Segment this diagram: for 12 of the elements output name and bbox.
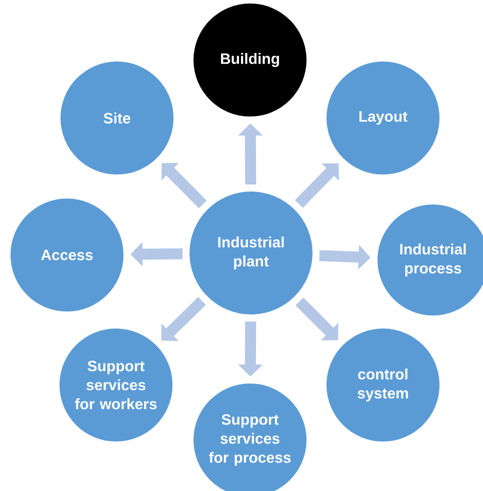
circle-node: Support services for process (192, 382, 308, 491)
circle-node: Industrial plant (188, 190, 314, 316)
circle-node: Industrial process (376, 204, 483, 316)
block-arrow (161, 296, 206, 342)
block-arrow (296, 298, 338, 340)
circle-node: Support services for workers (58, 328, 174, 442)
circle-node: Building (192, 2, 308, 118)
circle-node: Site (60, 60, 174, 176)
circle-node: Layout (326, 60, 440, 176)
block-arrow (161, 162, 207, 208)
circle-node: Access (10, 198, 124, 312)
circle-node: control system (326, 328, 440, 442)
